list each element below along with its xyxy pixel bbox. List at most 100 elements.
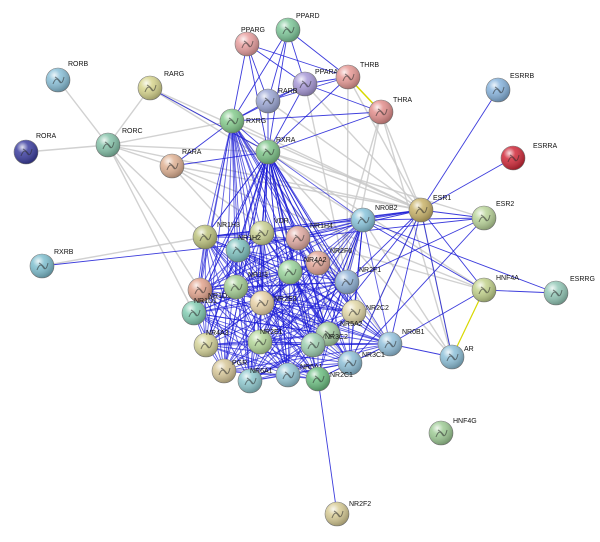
interaction-edge — [204, 236, 251, 382]
protein-node-rora[interactable]: RORA — [13, 133, 57, 165]
protein-node-nr1d2[interactable]: NR1D2 — [187, 277, 231, 303]
interaction-edge — [304, 83, 382, 113]
interaction-edge — [349, 217, 485, 364]
interaction-edge — [231, 120, 355, 313]
protein-label: PPARA — [315, 69, 339, 76]
protein-label: NR4A2 — [304, 257, 327, 264]
protein-structure-icon — [375, 108, 388, 117]
protein-node-vdr[interactable]: VDR — [249, 218, 289, 246]
protein-node-nr0b2[interactable]: NR0B2 — [350, 205, 398, 233]
protein-node-ppard[interactable]: PPARD — [275, 13, 320, 43]
protein-node-nr1h3[interactable]: NR1H3 — [192, 222, 240, 250]
protein-structure-icon — [384, 340, 397, 349]
protein-structure-icon — [282, 371, 295, 380]
interaction-edge — [223, 281, 348, 372]
protein-node-esrrg[interactable]: ESRRG — [543, 276, 595, 306]
protein-label: VDR — [274, 218, 289, 225]
protein-node-rarb[interactable]: RARB — [255, 88, 298, 114]
interaction-edge — [297, 237, 485, 291]
protein-node-rxrg[interactable]: RXRG — [219, 108, 266, 134]
protein-node-rorc[interactable]: RORC — [95, 128, 143, 158]
protein-node-rxrb[interactable]: RXRB — [29, 249, 74, 279]
protein-structure-icon — [344, 359, 357, 368]
protein-label: ESRRA — [533, 143, 557, 150]
protein-node-thrb[interactable]: THRB — [335, 62, 379, 90]
protein-label: NR2F2 — [349, 501, 371, 508]
interaction-edge — [347, 76, 422, 211]
protein-node-ppara[interactable]: PPARA — [292, 69, 339, 97]
protein-node-rxra[interactable]: RXRA — [255, 137, 296, 165]
protein-structure-icon — [256, 229, 269, 238]
protein-node-nr3c1[interactable]: NR3C1 — [337, 350, 385, 376]
protein-label: RORA — [36, 133, 57, 140]
protein-node-nr5a1[interactable]: NR5A1 — [275, 362, 323, 388]
protein-node-nr3c2[interactable]: NR3C2 — [300, 332, 348, 358]
protein-node-rarg[interactable]: RARG — [137, 71, 184, 101]
protein-structure-icon — [199, 233, 212, 242]
protein-node-esrrb[interactable]: ESRRB — [485, 73, 534, 103]
protein-label: NR1D2 — [208, 293, 231, 300]
interaction-edge — [231, 120, 289, 376]
protein-label: HNF4G — [453, 418, 477, 425]
interaction-edge — [57, 79, 109, 146]
protein-node-nr2f1[interactable]: NR2F1 — [334, 267, 381, 295]
interaction-edge — [235, 286, 314, 346]
interaction-edge — [380, 111, 422, 211]
protein-label: RARB — [278, 88, 298, 95]
protein-node-nr2e3[interactable]: NR2E3 — [249, 290, 297, 316]
protein-label: THRB — [360, 62, 379, 69]
protein-node-nr0b1[interactable]: NR0B1 — [377, 329, 425, 357]
interaction-edge — [297, 217, 485, 239]
interaction-edge — [231, 120, 239, 251]
protein-label: NR2E3 — [274, 296, 297, 303]
protein-node-thra[interactable]: THRA — [368, 97, 412, 125]
interaction-edge — [231, 120, 422, 211]
protein-node-nr2c2[interactable]: NR2C2 — [341, 299, 389, 325]
interaction-edge — [267, 151, 364, 221]
interaction-edge — [267, 151, 314, 346]
interaction-edge — [353, 219, 364, 313]
protein-node-nr2f6[interactable]: NR2F6 — [305, 248, 352, 276]
protein-label: NR2C2 — [366, 305, 389, 312]
protein-label: NR0B2 — [375, 205, 398, 212]
protein-node-nr2c1[interactable]: NR2C1 — [305, 366, 353, 392]
protein-structure-icon — [312, 259, 325, 268]
protein-label: NR2F6 — [330, 248, 352, 255]
protein-node-pparg[interactable]: PPARG — [234, 27, 265, 57]
interaction-edge — [304, 83, 422, 211]
protein-label: NR1H4 — [310, 223, 333, 230]
interaction-edge — [205, 271, 291, 346]
protein-node-nr2f2[interactable]: NR2F2 — [324, 501, 371, 527]
interaction-edge — [451, 289, 485, 358]
protein-node-nr4a2[interactable]: NR4A2 — [277, 257, 327, 285]
protein-node-nr1h2[interactable]: NR1H2 — [225, 235, 261, 263]
protein-node-pgr[interactable]: PGR — [211, 358, 247, 384]
protein-label: PPARG — [241, 27, 265, 34]
interaction-edge — [223, 343, 391, 372]
interaction-edge — [267, 100, 422, 211]
protein-node-nr2e1[interactable]: NR2E1 — [247, 329, 283, 355]
protein-node-rorb[interactable]: RORB — [45, 61, 89, 93]
interaction-edge — [204, 236, 263, 304]
protein-node-hnf4g[interactable]: HNF4G — [428, 418, 477, 446]
protein-node-ar[interactable]: AR — [439, 344, 474, 370]
protein-node-rara[interactable]: RARA — [159, 149, 202, 179]
protein-structure-icon — [200, 341, 213, 350]
interaction-edge — [193, 312, 391, 345]
protein-structure-icon — [284, 268, 297, 277]
protein-node-esr2[interactable]: ESR2 — [471, 201, 514, 231]
protein-structure-icon — [262, 148, 275, 157]
protein-node-nr4a3[interactable]: NR4A3 — [193, 330, 229, 358]
interaction-edge — [317, 378, 338, 515]
interaction-edge — [205, 281, 348, 346]
protein-node-nr1h4[interactable]: NR1H4 — [285, 223, 333, 251]
protein-node-nr6a1[interactable]: NR6A1 — [237, 368, 273, 394]
interaction-edge — [199, 289, 289, 376]
protein-node-esr1[interactable]: ESR1 — [408, 195, 451, 223]
interaction-edge — [204, 236, 314, 346]
protein-structure-icon — [241, 40, 254, 49]
protein-node-nr1i3[interactable]: NR1I3 — [223, 272, 268, 300]
protein-node-esrra[interactable]: ESRRA — [500, 143, 557, 171]
protein-node-nr1d1[interactable]: NR1D1 — [181, 298, 217, 326]
protein-node-hnf4a[interactable]: HNF4A — [471, 275, 519, 303]
